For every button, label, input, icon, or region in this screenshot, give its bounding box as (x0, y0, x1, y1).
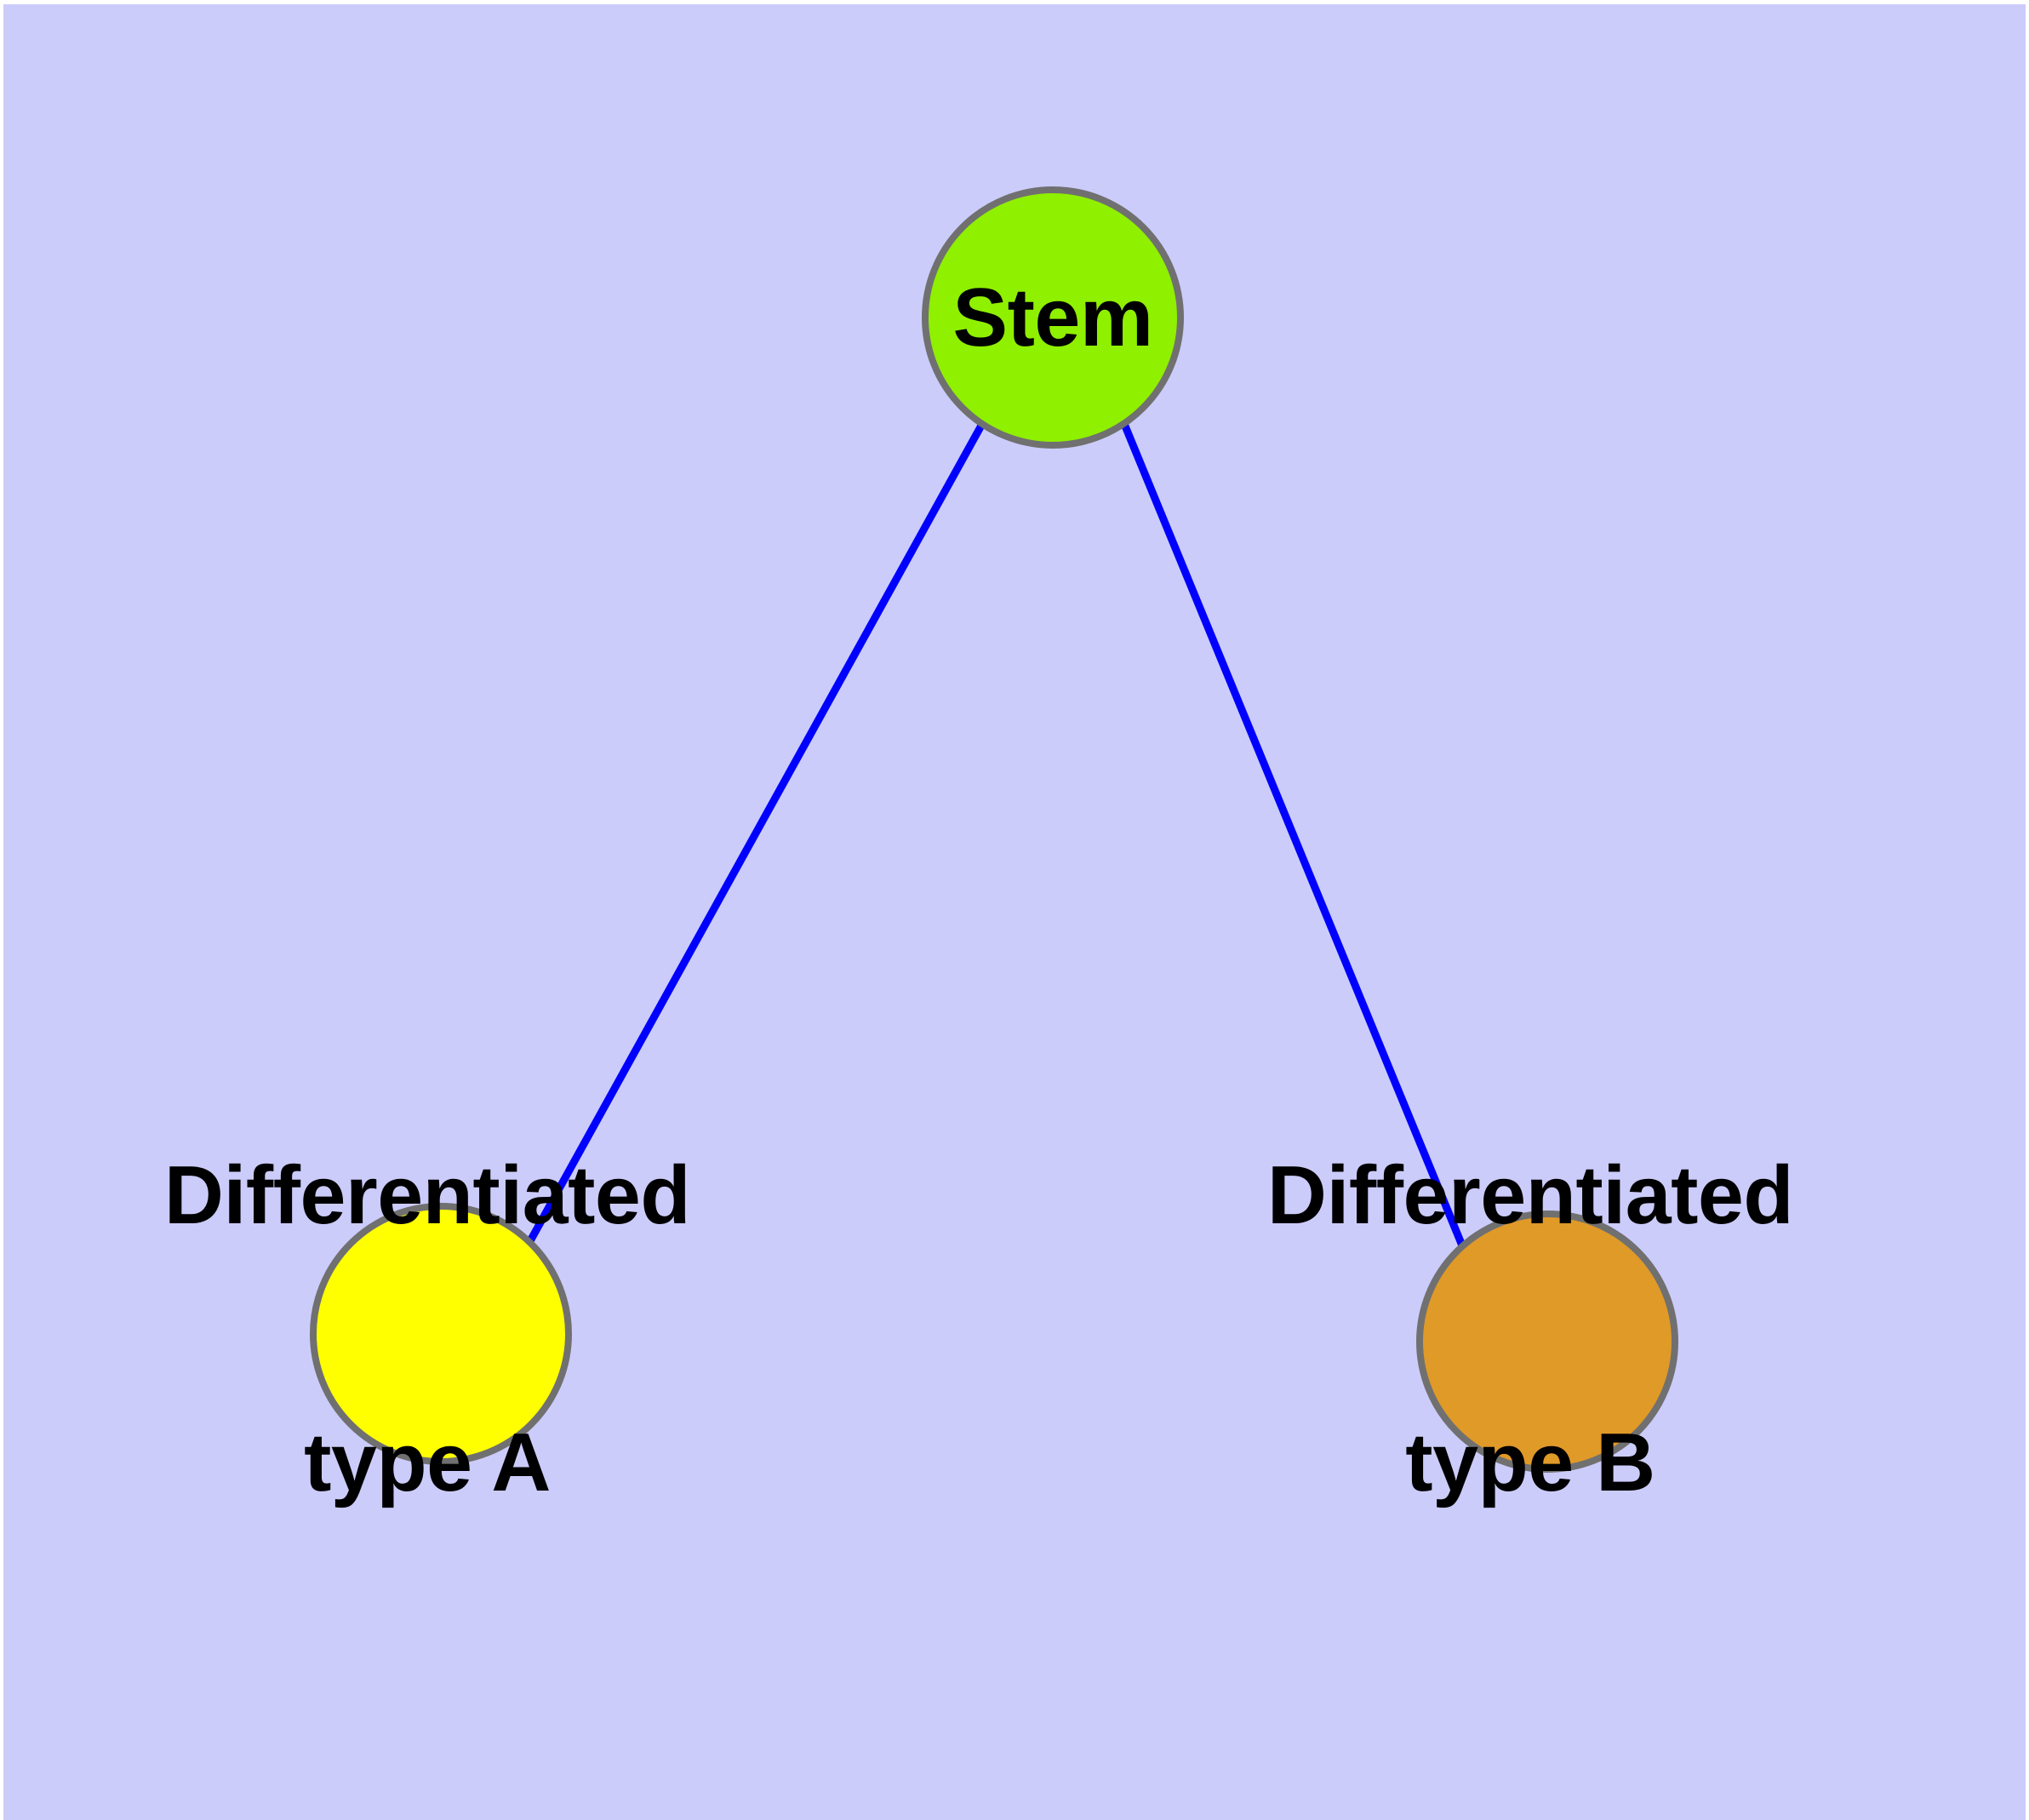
edge-stem-to-differentiated-b (1120, 422, 1470, 1256)
node-layer (310, 186, 1678, 1473)
node-differentiated-type-b[interactable] (1416, 1210, 1678, 1473)
node-differentiated-type-a[interactable] (310, 1203, 572, 1465)
edge-stem-to-differentiated-a (523, 421, 986, 1250)
edge-layer (523, 421, 1470, 1256)
node-stem[interactable] (922, 186, 1184, 449)
graph-svg (310, 186, 1678, 1473)
plot-background: Stem Differentiated type A Differentiate… (3, 4, 2026, 1820)
